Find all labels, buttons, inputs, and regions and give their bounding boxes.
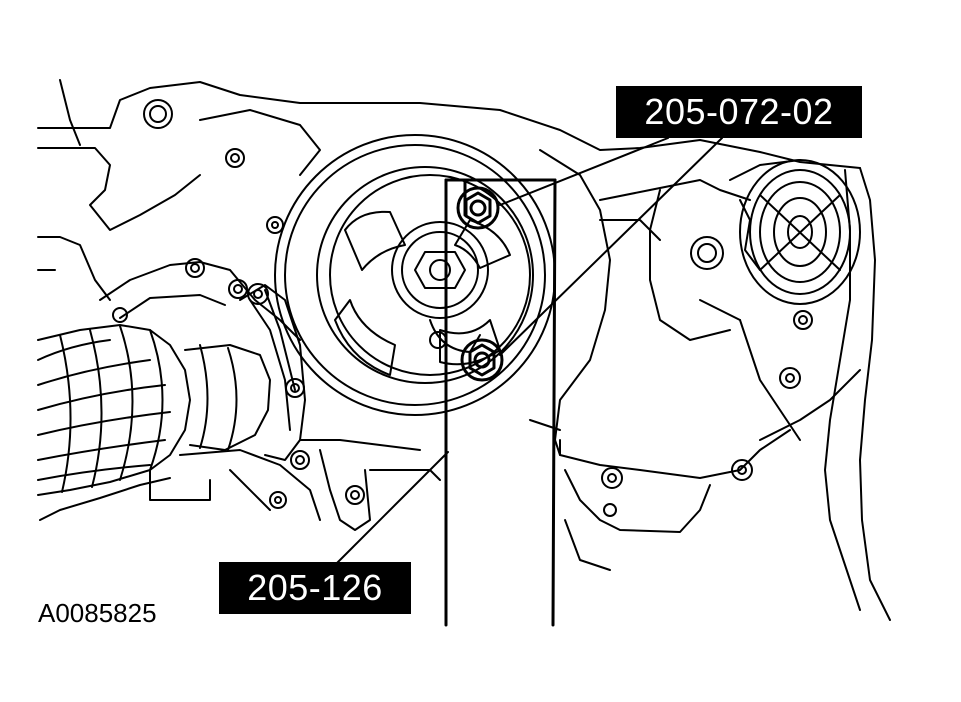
mounting-bracket (239, 284, 306, 461)
figure-id: A0085825 (38, 598, 157, 628)
timing-cover (529, 149, 661, 456)
engine-block (37, 79, 891, 621)
tool-label-205-126: 205-126 (219, 562, 411, 614)
engine-bolts (112, 99, 813, 517)
alternator-pulley (729, 159, 861, 305)
cv-joint-boot (37, 324, 271, 496)
crankshaft-pulley (274, 134, 556, 416)
tool-label-205-072-02: 205-072-02 (616, 86, 862, 138)
tool-bolts (456, 186, 504, 382)
holding-tool-bar (444, 178, 557, 627)
leader-lines (334, 137, 723, 566)
